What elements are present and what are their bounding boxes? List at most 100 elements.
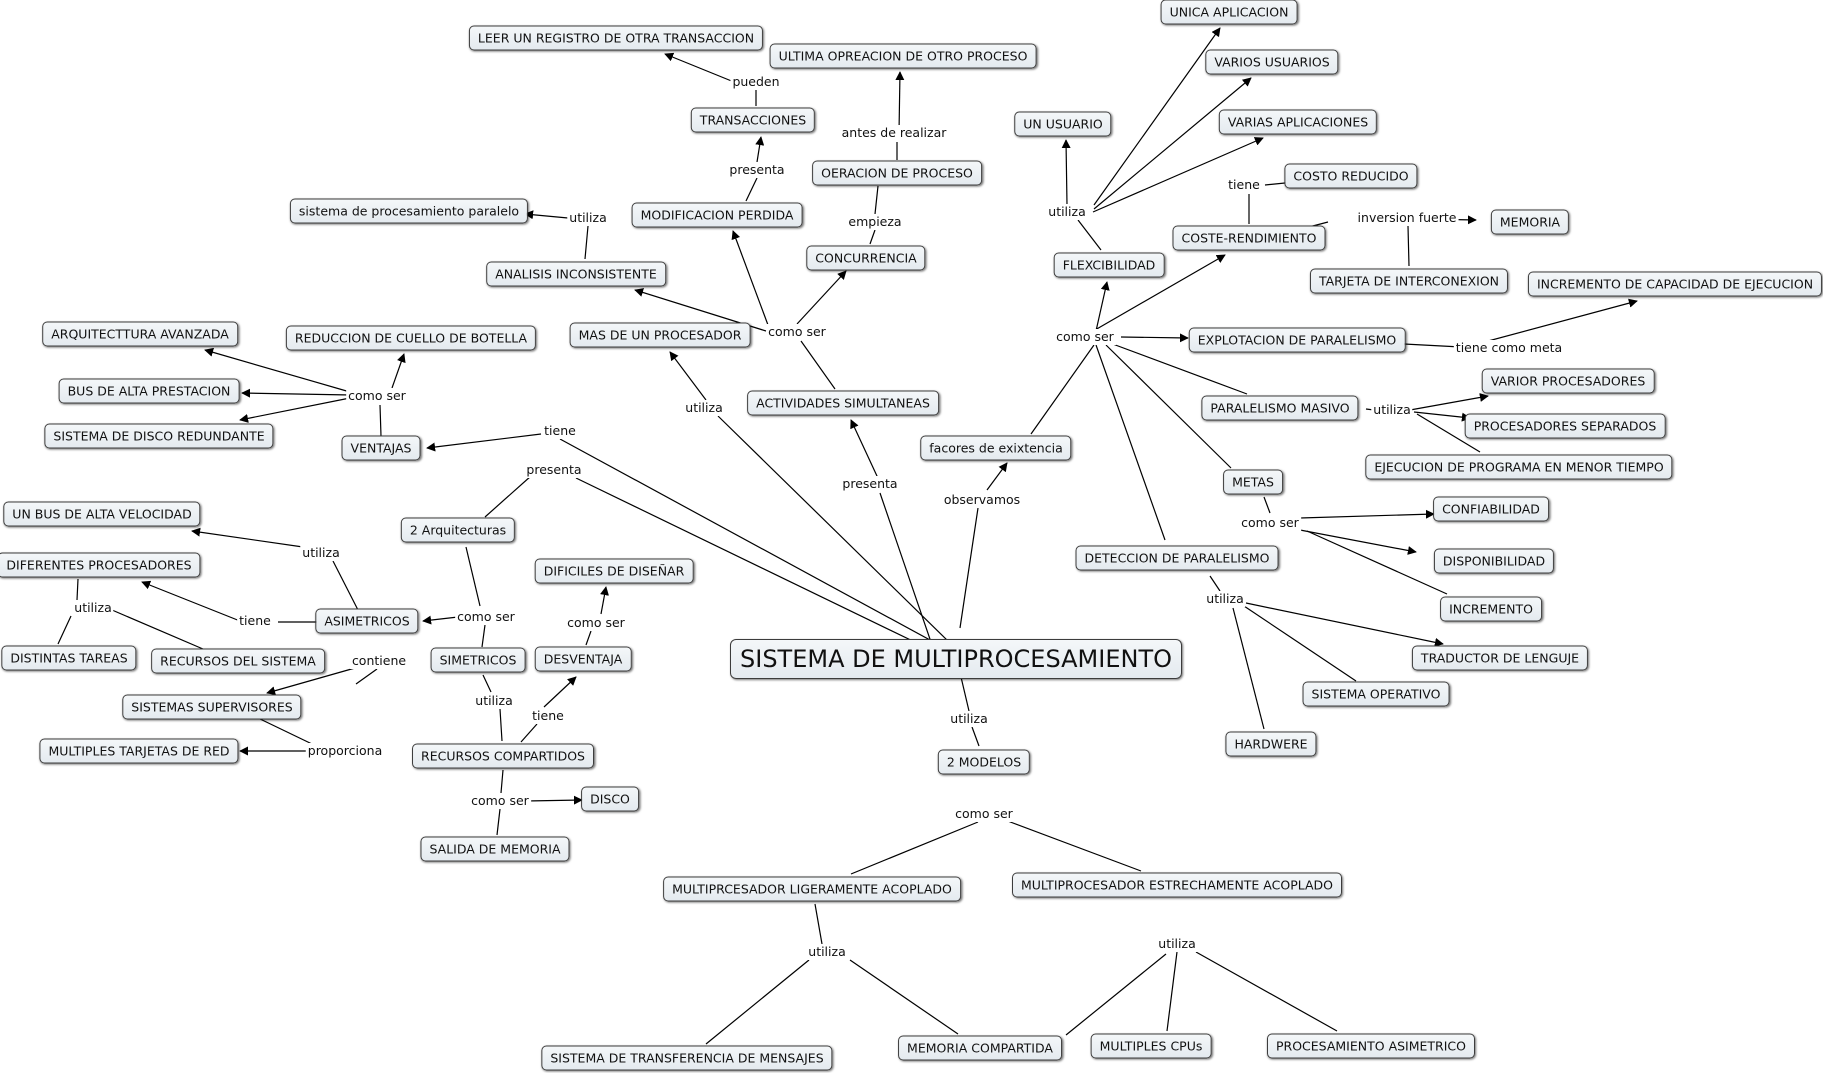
concept-actividades-simultaneas[interactable]: ACTIVIDADES SIMULTANEAS: [747, 390, 939, 416]
arrow-connector: [525, 795, 583, 805]
link-como-ser-right: como ser: [1054, 329, 1116, 345]
connector-line: [971, 726, 980, 747]
connector-line: [879, 492, 933, 646]
concept-procesadores-separados[interactable]: PROCESADORES SEPARADOS: [1464, 413, 1666, 439]
concept-traductor-lenguaje[interactable]: TRADUCTOR DE LENGUJE: [1411, 645, 1589, 671]
concept-un-usuario[interactable]: UN USUARIO: [1014, 111, 1112, 137]
concept-desventaja[interactable]: DESVENTAJA: [534, 646, 632, 672]
link-presenta-actividades: presenta: [840, 476, 900, 492]
concept-incremento-capacidad-ejecucion[interactable]: INCREMENTO DE CAPACIDAD DE EJECUCION: [1527, 271, 1823, 297]
connector-line: [500, 769, 504, 794]
connector-line: [1263, 496, 1271, 514]
concept-multiprocesador-ligeramente-acoplado[interactable]: MULTIPRCESADOR LIGERAMENTE ACOPLADO: [663, 876, 961, 902]
concept-tarjeta-interconexion[interactable]: TARJETA DE INTERCONEXION: [1309, 268, 1509, 294]
concept-simetricos[interactable]: SIMETRICOS: [430, 647, 526, 673]
arrow-connector: [391, 353, 406, 389]
connector-line: [355, 668, 378, 685]
concept-sistema-procesamiento-paralelo[interactable]: sistema de procesamiento paralelo: [289, 198, 529, 224]
concept-oeracion-proceso[interactable]: OERACION DE PROCESO: [812, 160, 982, 186]
concept-memoria[interactable]: MEMORIA: [1490, 209, 1570, 235]
concept-memoria-compartida[interactable]: MEMORIA COMPARTIDA: [898, 1035, 1062, 1061]
concept-recursos-del-sistema[interactable]: RECURSOS DEL SISTEMA: [151, 648, 325, 674]
concept-leer-registro[interactable]: LEER UN REGISTRO DE OTRA TRANSACCION: [468, 25, 764, 51]
concept-coste-rendimiento[interactable]: COSTE-RENDIMIENTO: [1172, 225, 1326, 251]
connector-line: [496, 808, 501, 836]
concept-procesamiento-asimetrico[interactable]: PROCESAMIENTO ASIMETRICO: [1266, 1033, 1476, 1059]
link-tiene-como-meta: tiene como meta: [1453, 340, 1565, 356]
concept-asimetricos[interactable]: ASIMETRICOS: [315, 608, 419, 634]
concept-sistema-disco-redundante[interactable]: SISTEMA DE DISCO REDUNDANTE: [44, 423, 274, 449]
link-utiliza-tareas: utiliza: [72, 600, 114, 616]
arrow-connector: [1409, 393, 1489, 411]
arrow-connector: [141, 580, 241, 622]
arrow-connector: [1095, 281, 1110, 332]
concept-varias-aplicaciones[interactable]: VARIAS APLICACIONES: [1218, 109, 1378, 135]
concept-concurrencia[interactable]: CONCURRENCIA: [806, 245, 926, 271]
concept-hardware[interactable]: HARDWERE: [1225, 731, 1317, 757]
concept-reduccion-cuello-botella[interactable]: REDUCCION DE CUELLO DE BOTELLA: [285, 325, 537, 351]
concept-unica-aplicacion[interactable]: UNICA APLICACION: [1160, 0, 1298, 25]
concept-ultima-operacion[interactable]: ULTIMA OPREACION DE OTRO PROCESO: [769, 43, 1037, 69]
arrow-connector: [600, 586, 609, 615]
concept-diferentes-procesadores[interactable]: DIFERENTES PROCESADORES: [0, 552, 201, 578]
arrow-connector: [543, 676, 577, 708]
concept-sistema-operativo[interactable]: SISTEMA OPERATIVO: [1302, 681, 1450, 707]
concept-salida-de-memoria[interactable]: SALIDA DE MEMORIA: [420, 836, 570, 862]
concept-ventajas[interactable]: VENTAJAS: [341, 435, 421, 461]
link-tiene-desventaja: tiene: [530, 708, 566, 724]
concept-varios-usuarios[interactable]: VARIOS USUARIOS: [1205, 49, 1339, 75]
main-concept-node[interactable]: SISTEMA DE MULTIPROCESAMIENTO: [730, 639, 1182, 679]
concept-paralelismo-masivo[interactable]: PARALELISMO MASIVO: [1201, 395, 1359, 421]
concept-transacciones[interactable]: TRANSACCIONES: [690, 107, 816, 133]
arrow-connector: [239, 397, 351, 423]
link-empieza: empieza: [846, 214, 904, 230]
link-como-ser-arquitecturas: como ser: [455, 609, 517, 625]
concept-costo-reducido[interactable]: COSTO REDUCIDO: [1284, 163, 1418, 189]
concept-sistema-transferencia-mensajes[interactable]: SISTEMA DE TRANSFERENCIA DE MENSAJES: [541, 1045, 833, 1071]
connector-line: [960, 676, 970, 712]
concept-disponibilidad[interactable]: DISPONIBILIDAD: [1433, 548, 1555, 574]
concept-disco[interactable]: DISCO: [581, 786, 639, 812]
concept-un-bus-alta-velocidad[interactable]: UN BUS DE ALTA VELOCIDAD: [3, 501, 201, 527]
link-como-ser-recursos: como ser: [469, 793, 531, 809]
arrow-connector: [731, 230, 769, 326]
concept-modificacion-perdida[interactable]: MODIFICACION PERDIDA: [631, 202, 803, 228]
concept-multiprocesador-estrechamente-acoplado[interactable]: MULTIPROCESADOR ESTRECHAMENTE ACOPLADO: [1012, 872, 1342, 898]
concept-explotacion-paralelismo[interactable]: EXPLOTACION DE PARALELISMO: [1188, 327, 1406, 353]
connector-line: [1105, 344, 1232, 469]
connector-line: [585, 630, 592, 646]
connector-line: [520, 723, 538, 743]
arrow-connector: [1061, 139, 1071, 206]
concept-confiabilidad[interactable]: CONFIABILIDAD: [1433, 496, 1549, 522]
connector-line: [705, 959, 810, 1045]
concept-factores-existencia[interactable]: facores de exixtencia: [920, 435, 1072, 461]
concept-mas-de-un-procesador[interactable]: MAS DE UN PROCESADOR: [569, 322, 751, 348]
connector-line: [814, 903, 823, 945]
concept-multiples-cpus[interactable]: MULTIPLES CPUs: [1090, 1033, 1212, 1059]
concept-varior-procesadores[interactable]: VARIOR PROCESADORES: [1481, 368, 1655, 394]
link-presenta-transacciones: presenta: [727, 162, 787, 178]
concept-ejecucion-menor-tiempo[interactable]: EJECUCION DE PROGRAMA EN MENOR TIEMPO: [1365, 454, 1673, 480]
concept-multiples-tarjetas-red[interactable]: MULTIPLES TARJETAS DE RED: [39, 738, 239, 764]
concept-sistemas-supervisores[interactable]: SISTEMAS SUPERVISORES: [122, 694, 302, 720]
connector-line: [584, 225, 589, 260]
concept-distintas-tareas[interactable]: DISTINTAS TAREAS: [1, 645, 137, 671]
connector-line: [874, 185, 879, 215]
link-utiliza-ligero: utiliza: [806, 944, 848, 960]
concept-bus-alta-prestacion[interactable]: BUS DE ALTA PRESTACION: [58, 378, 240, 404]
arrow-connector: [1094, 254, 1226, 331]
concept-2-modelos[interactable]: 2 MODELOS: [937, 749, 1031, 775]
concept-flexibilidad[interactable]: FLEXCIBILIDAD: [1053, 252, 1165, 278]
concept-deteccion-paralelismo[interactable]: DETECCION DE PARALELISMO: [1075, 545, 1279, 571]
connector-line: [1030, 344, 1095, 435]
concept-recursos-compartidos[interactable]: RECURSOS COMPARTIDOS: [412, 743, 594, 769]
link-como-ser-modelos: como ser: [953, 806, 1015, 822]
link-utiliza-recursos: utiliza: [473, 693, 515, 709]
concept-arquitectura-avanzada[interactable]: ARQUITECTTURA AVANZADA: [42, 321, 238, 347]
link-utiliza-paralelo: utiliza: [567, 210, 609, 226]
concept-dificiles-de-disenar[interactable]: DIFICILES DE DISEÑAR: [534, 558, 694, 584]
concept-2-arquitecturas[interactable]: 2 Arquitecturas: [400, 517, 516, 543]
concept-analisis-inconsistente[interactable]: ANALISIS INCONSISTENTE: [486, 261, 666, 287]
concept-incremento[interactable]: INCREMENTO: [1440, 596, 1542, 622]
concept-metas[interactable]: METAS: [1223, 469, 1283, 495]
